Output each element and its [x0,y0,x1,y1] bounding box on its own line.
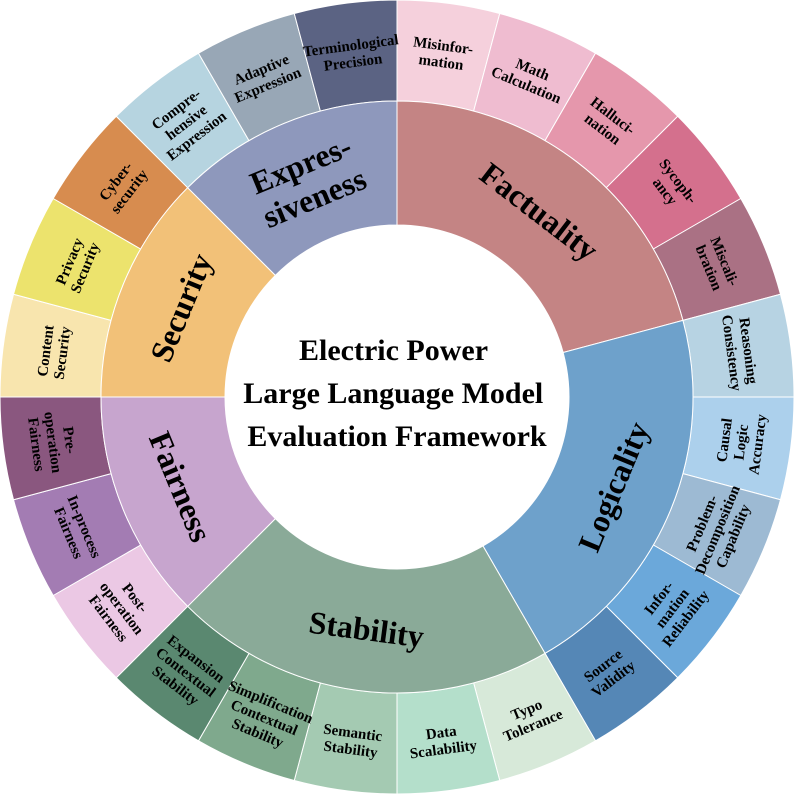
center-title-line-2: Large Language Model [243,377,543,410]
inner-ring [100,100,694,694]
label-pre-operation-fairness: Pre-operationFairness [24,409,81,477]
label-misinfor-mation: Misinfor-mation [410,35,474,75]
label-content-security: ContentSecurity [35,323,75,381]
center-title-line-3: Evaluation Framework [247,420,546,453]
label-causal-logic-accuracy: CausalLogicAccuracy [713,409,770,476]
center-title: Electric Power Large Language Model Eval… [243,334,551,453]
label-semantic-stability: SemanticStability [320,722,383,762]
label-privacy-security: PrivacySecurity [53,234,104,296]
center-title-line-1: Electric Power [299,334,488,367]
center-disc [225,225,569,569]
